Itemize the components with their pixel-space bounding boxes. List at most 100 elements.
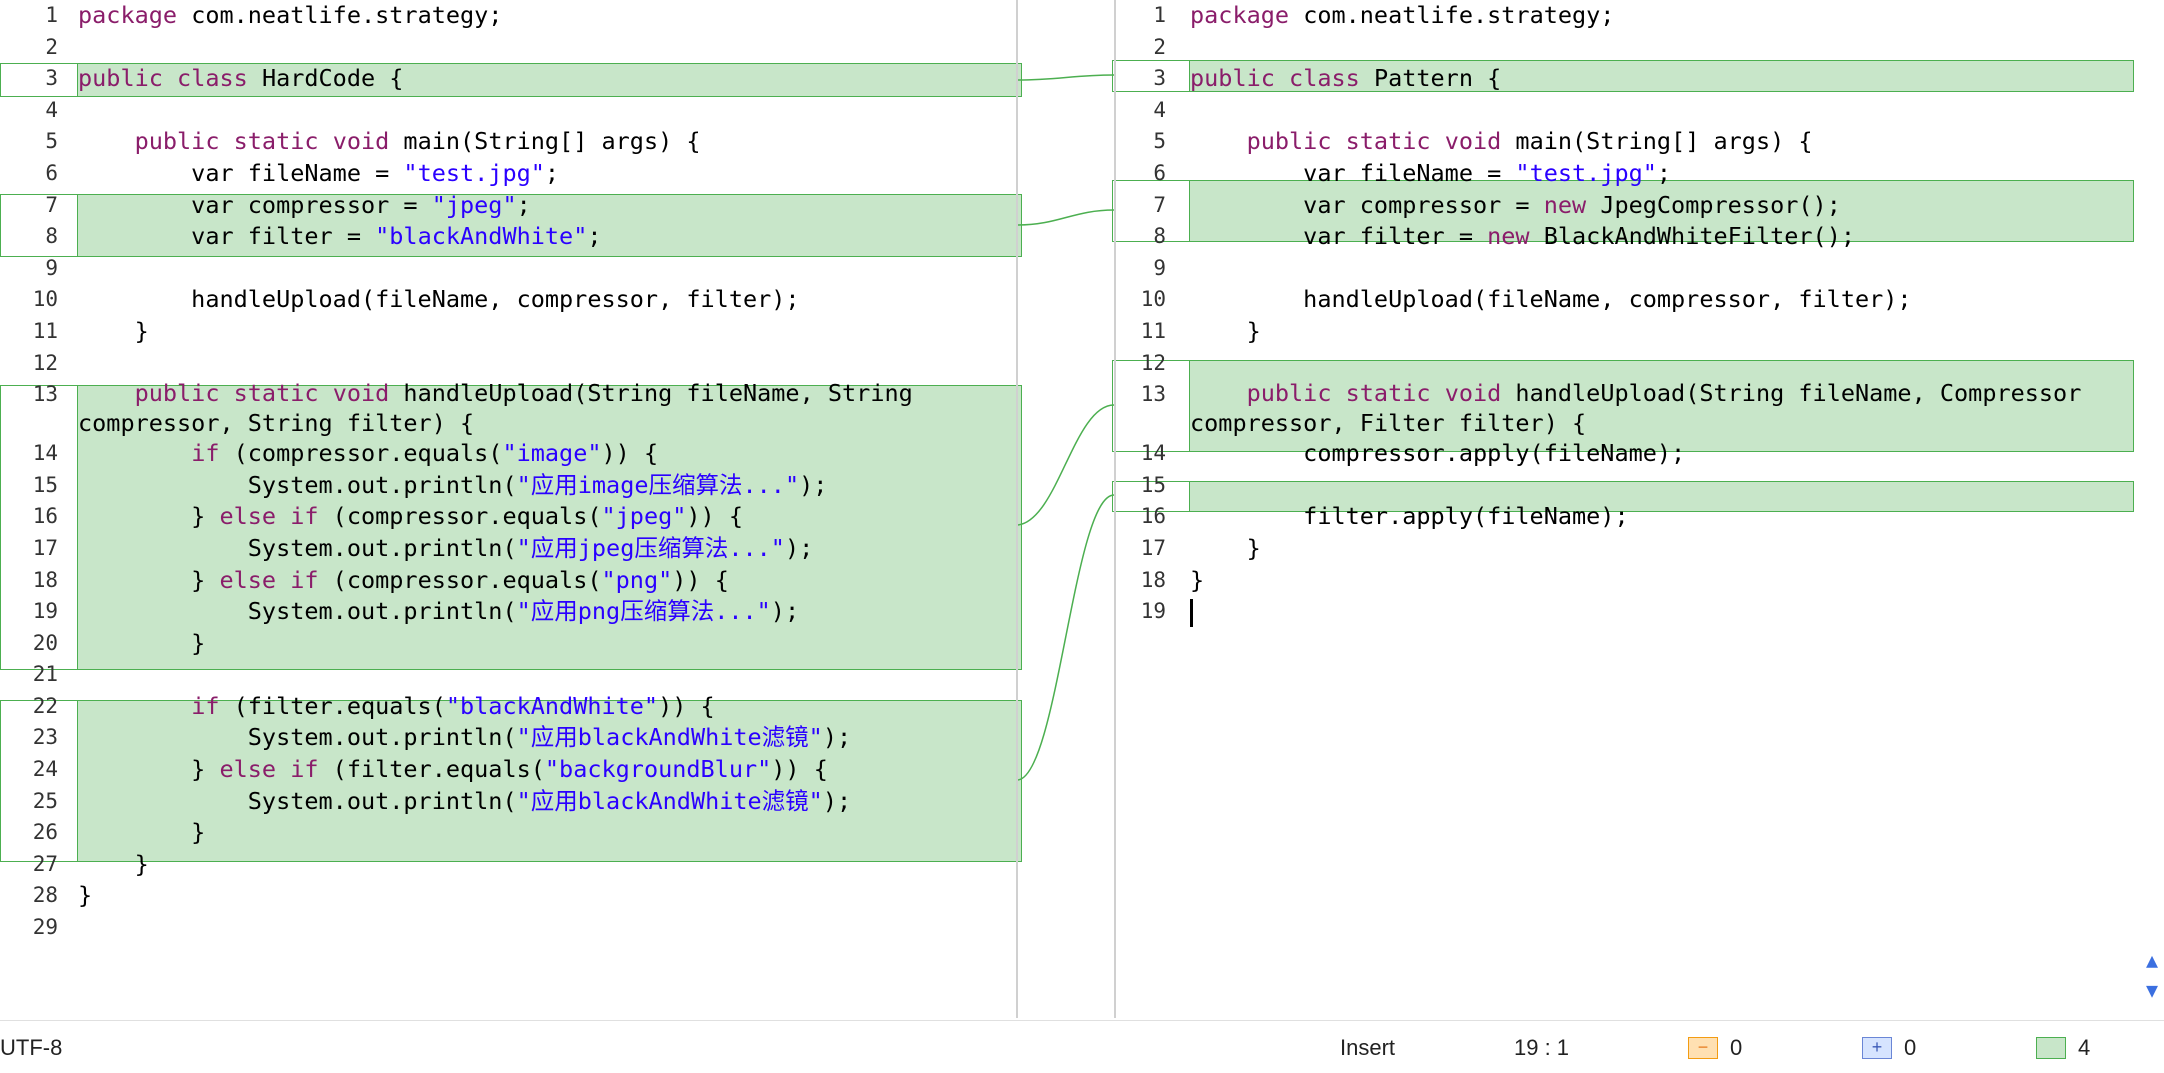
- right-code-line[interactable]: 8 var filter = new BlackAndWhiteFilter()…: [1114, 221, 2164, 253]
- code-text[interactable]: }: [78, 628, 1018, 660]
- code-text[interactable]: System.out.println("应用jpeg压缩算法...");: [78, 533, 1018, 565]
- code-text[interactable]: }: [1190, 533, 2144, 565]
- left-code-line[interactable]: 12: [0, 348, 1018, 380]
- left-code-line[interactable]: 24 } else if (filter.equals("backgroundB…: [0, 754, 1018, 786]
- right-code-line[interactable]: 9: [1114, 253, 2164, 285]
- left-code-line[interactable]: 5 public static void main(String[] args)…: [0, 126, 1018, 158]
- code-token: System.out.println(: [78, 470, 517, 499]
- code-text[interactable]: public class HardCode {: [78, 63, 1018, 95]
- code-text[interactable]: }: [1190, 316, 2144, 348]
- code-text[interactable]: }: [78, 880, 1018, 912]
- code-text[interactable]: } else if (compressor.equals("jpeg")) {: [78, 501, 1018, 533]
- code-text[interactable]: System.out.println("应用png压缩算法...");: [78, 596, 1018, 628]
- left-code-line[interactable]: 7 var compressor = "jpeg";: [0, 190, 1018, 222]
- code-text[interactable]: } else if (compressor.equals("png")) {: [78, 565, 1018, 597]
- left-code-line[interactable]: 18 } else if (compressor.equals("png")) …: [0, 565, 1018, 597]
- right-code-line[interactable]: 11 }: [1114, 316, 2164, 348]
- keyword-token: void: [1444, 379, 1502, 408]
- left-code-line[interactable]: 26 }: [0, 817, 1018, 849]
- added-changes-icon[interactable]: +: [1862, 1037, 1892, 1059]
- left-code-line[interactable]: 25 System.out.println("应用blackAndWhite滤镜…: [0, 786, 1018, 818]
- code-text[interactable]: }: [1190, 565, 2144, 597]
- left-code-line[interactable]: 15 System.out.println("应用image压缩算法...");: [0, 470, 1018, 502]
- left-code-line[interactable]: 14 if (compressor.equals("image")) {: [0, 438, 1018, 470]
- left-code-line[interactable]: 11 }: [0, 316, 1018, 348]
- right-pane-divider[interactable]: [1114, 0, 1116, 1018]
- code-text[interactable]: var compressor = new JpegCompressor();: [1190, 190, 2144, 222]
- left-code-line[interactable]: 8 var filter = "blackAndWhite";: [0, 221, 1018, 253]
- line-number: 15: [1140, 472, 1166, 497]
- code-text[interactable]: if (compressor.equals("image")) {: [78, 438, 1018, 470]
- right-code-line[interactable]: 17 }: [1114, 533, 2164, 565]
- code-text[interactable]: if (filter.equals("blackAndWhite")) {: [78, 691, 1018, 723]
- code-text[interactable]: }: [78, 817, 1018, 849]
- left-code-line[interactable]: 20 }: [0, 628, 1018, 660]
- code-text[interactable]: filter.apply(fileName);: [1190, 501, 2144, 533]
- code-text[interactable]: package com.neatlife.strategy;: [1190, 0, 2144, 32]
- code-text[interactable]: var fileName = "test.jpg";: [1190, 158, 2144, 190]
- cursor-position-label[interactable]: 19 : 1: [1514, 1035, 1570, 1060]
- right-code-line[interactable]: 14 compressor.apply(fileName);: [1114, 438, 2164, 470]
- left-code-line[interactable]: 29: [0, 912, 1018, 944]
- code-text[interactable]: System.out.println("应用blackAndWhite滤镜");: [78, 722, 1018, 754]
- left-code-line[interactable]: 23 System.out.println("应用blackAndWhite滤镜…: [0, 722, 1018, 754]
- mode-label[interactable]: Insert: [1340, 1035, 1396, 1060]
- left-code-line[interactable]: 21: [0, 659, 1018, 691]
- right-code-line[interactable]: 6 var fileName = "test.jpg";: [1114, 158, 2164, 190]
- code-text[interactable]: System.out.println("应用blackAndWhite滤镜");: [78, 786, 1018, 818]
- right-code-line[interactable]: 4: [1114, 95, 2164, 127]
- left-code-line[interactable]: 27 }: [0, 849, 1018, 881]
- left-code-line[interactable]: 10 handleUpload(fileName, compressor, fi…: [0, 284, 1018, 316]
- scroll-down-icon[interactable]: ▼: [2145, 978, 2159, 1002]
- scroll-up-icon[interactable]: ▲: [2145, 948, 2159, 972]
- left-code-line[interactable]: 9: [0, 253, 1018, 285]
- code-text[interactable]: handleUpload(fileName, compressor, filte…: [78, 284, 1018, 316]
- code-text[interactable]: handleUpload(fileName, compressor, filte…: [1190, 284, 2144, 316]
- code-text[interactable]: public static void main(String[] args) {: [1190, 126, 2144, 158]
- code-text[interactable]: var filter = "blackAndWhite";: [78, 221, 1018, 253]
- left-code-line[interactable]: 4: [0, 95, 1018, 127]
- code-text[interactable]: var fileName = "test.jpg";: [78, 158, 1018, 190]
- left-code-line[interactable]: 19 System.out.println("应用png压缩算法...");: [0, 596, 1018, 628]
- left-code-line[interactable]: 2: [0, 32, 1018, 64]
- left-code-line[interactable]: 16 } else if (compressor.equals("jpeg"))…: [0, 501, 1018, 533]
- right-code-line[interactable]: 15: [1114, 470, 2164, 502]
- code-text[interactable]: }: [78, 316, 1018, 348]
- right-code-line[interactable]: 19: [1114, 596, 2164, 628]
- right-code-line[interactable]: 7 var compressor = new JpegCompressor();: [1114, 190, 2164, 222]
- left-code-line[interactable]: 22 if (filter.equals("blackAndWhite")) {: [0, 691, 1018, 723]
- right-code-line[interactable]: 2: [1114, 32, 2164, 64]
- code-text[interactable]: var filter = new BlackAndWhiteFilter();: [1190, 221, 2144, 253]
- removed-changes-icon[interactable]: −: [1688, 1037, 1718, 1059]
- code-text[interactable]: compressor.apply(fileName);: [1190, 438, 2144, 470]
- code-text[interactable]: }: [78, 849, 1018, 881]
- right-code-line[interactable]: 16 filter.apply(fileName);: [1114, 501, 2164, 533]
- changed-blocks-icon[interactable]: [2036, 1037, 2066, 1059]
- right-code-line[interactable]: 10 handleUpload(fileName, compressor, fi…: [1114, 284, 2164, 316]
- left-code-line[interactable]: 28}: [0, 880, 1018, 912]
- right-code-line[interactable]: 5 public static void main(String[] args)…: [1114, 126, 2164, 158]
- right-code-line[interactable]: 13 public static void handleUpload(Strin…: [1114, 379, 2164, 438]
- code-text[interactable]: [1190, 596, 2144, 628]
- code-text[interactable]: System.out.println("应用image压缩算法...");: [78, 470, 1018, 502]
- right-code-line[interactable]: 12: [1114, 348, 2164, 380]
- code-text[interactable]: public static void main(String[] args) {: [78, 126, 1018, 158]
- code-text[interactable]: public static void handleUpload(String f…: [78, 379, 1018, 438]
- left-code-line[interactable]: 17 System.out.println("应用jpeg压缩算法...");: [0, 533, 1018, 565]
- code-text[interactable]: public class Pattern {: [1190, 63, 2144, 95]
- left-code-line[interactable]: 13 public static void handleUpload(Strin…: [0, 379, 1018, 438]
- left-pane-divider[interactable]: [1016, 0, 1018, 1018]
- right-code-line[interactable]: 18}: [1114, 565, 2164, 597]
- code-text[interactable]: var compressor = "jpeg";: [78, 190, 1018, 222]
- code-text[interactable]: } else if (filter.equals("backgroundBlur…: [78, 754, 1018, 786]
- left-code-line[interactable]: 6 var fileName = "test.jpg";: [0, 158, 1018, 190]
- code-text[interactable]: public static void handleUpload(String f…: [1190, 379, 2144, 438]
- code-text[interactable]: package com.neatlife.strategy;: [78, 0, 1018, 32]
- encoding-label[interactable]: UTF-8: [0, 1035, 63, 1060]
